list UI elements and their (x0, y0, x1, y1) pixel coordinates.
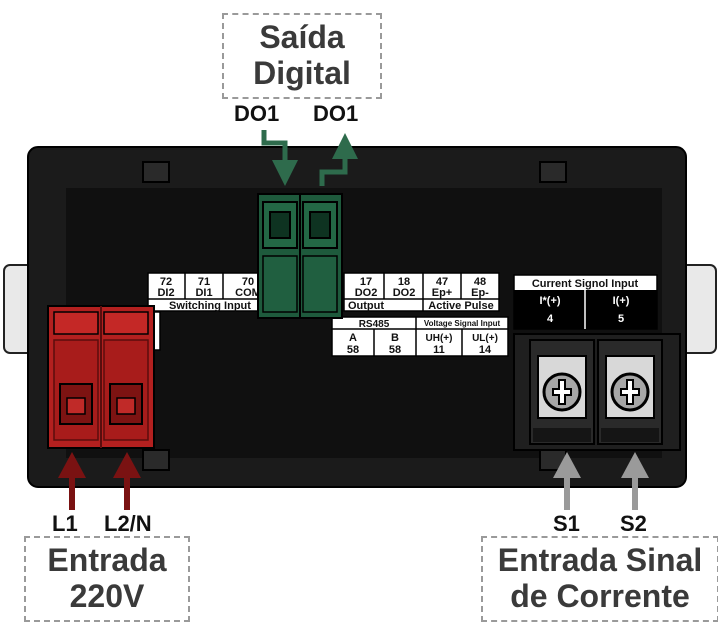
output-num-18: 18 (398, 276, 410, 288)
digital-output-line1: Saída (259, 19, 345, 56)
current-name-i-star: I*(+) (539, 295, 560, 307)
s2-arrow (621, 452, 649, 510)
pulse-name-ep-plus: Ep+ (432, 287, 452, 299)
do1-left-label: DO1 (234, 101, 280, 126)
s2-label: S2 (620, 511, 647, 536)
rs485-num-a: 58 (347, 344, 359, 356)
do1-out-arrow (319, 133, 358, 186)
rs485-name-b: B (391, 332, 399, 344)
power-connector (47, 305, 161, 449)
power-input-callout: Entrada 220V (24, 536, 190, 622)
switching-num-70: 70 (242, 276, 254, 288)
current-name-i: I(+) (613, 295, 630, 307)
power-input-line2: 220V (69, 578, 145, 614)
l2n-label: L2/N (104, 511, 152, 536)
l1-label: L1 (52, 511, 78, 536)
rs485-header: RS485 (359, 319, 390, 330)
digital-output-callout: Saída Digital (222, 13, 382, 99)
pulse-footer: Active Pulse (428, 300, 493, 312)
pulse-num-48: 48 (474, 276, 486, 288)
output-name-do2-b: DO2 (393, 287, 416, 299)
digital-output-connector (257, 193, 343, 319)
rs485-name-a: A (349, 332, 357, 344)
body-notch (142, 161, 170, 183)
current-num-5: 5 (618, 313, 624, 325)
s1-label: S1 (553, 511, 580, 536)
current-signal-label: Current Signol Input I*(+) 4 I(+) 5 (513, 274, 658, 330)
current-terminal-block (513, 333, 681, 451)
switching-footer: Switching Input (169, 300, 251, 312)
voltage-header: Voltage Signal Input (424, 319, 501, 328)
pulse-name-ep-minus: Ep- (471, 287, 489, 299)
digital-output-line2: Digital (253, 55, 351, 91)
do1-in-arrow (261, 130, 298, 186)
current-input-line1: Entrada Sinal (497, 542, 703, 579)
voltage-name-ul: UL(+) (472, 333, 498, 344)
pulse-num-47: 47 (436, 276, 448, 288)
voltage-name-uh: UH(+) (426, 333, 453, 344)
switching-name-di2: DI2 (157, 287, 174, 299)
rs485-voltage-label: RS485 Voltage Signal Input A 58 B 58 UH(… (331, 316, 509, 357)
current-header: Current Signol Input (532, 278, 639, 290)
output-num-17: 17 (360, 276, 372, 288)
s1-arrow (553, 452, 581, 510)
switching-name-di1: DI1 (195, 287, 212, 299)
voltage-num-11: 11 (433, 344, 445, 356)
do1-right-label: DO1 (313, 101, 359, 126)
power-input-line1: Entrada (47, 542, 167, 579)
switching-num-72: 72 (160, 276, 172, 288)
output-name-do2: DO2 (355, 287, 378, 299)
current-input-line2: de Corrente (510, 578, 690, 614)
voltage-num-14: 14 (479, 344, 492, 356)
switching-name-com: COM (235, 287, 261, 299)
body-notch (539, 161, 567, 183)
rs485-num-b: 58 (389, 344, 401, 356)
switching-input-label: 72 DI2 71 DI1 70 COM Switching Input (147, 272, 261, 312)
output-footer: Output (348, 300, 384, 312)
current-input-callout: Entrada Sinal de Corrente (481, 536, 718, 622)
switching-num-71: 71 (198, 276, 210, 288)
l2n-arrow (113, 452, 141, 510)
current-num-4: 4 (547, 313, 554, 325)
l1-arrow (58, 452, 86, 510)
output-pulse-label: 17 DO2 18 DO2 47 Ep+ 48 Ep- Output Activ… (343, 272, 500, 312)
body-notch (142, 449, 170, 471)
